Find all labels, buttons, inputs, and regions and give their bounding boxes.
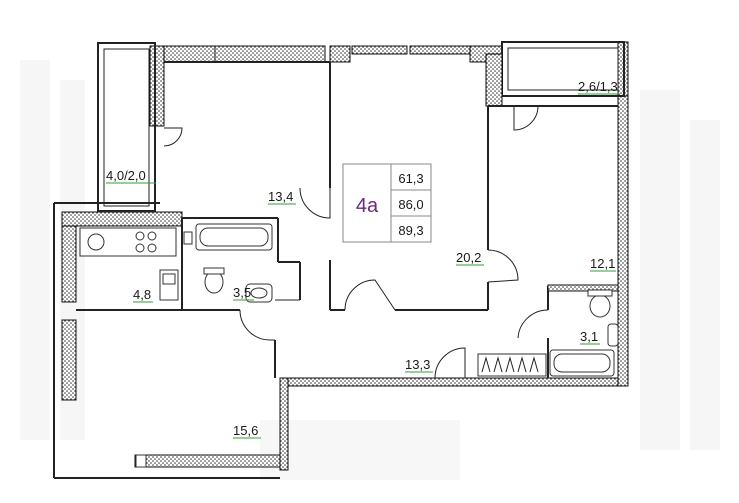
apartment-type: 4а bbox=[356, 195, 379, 217]
room-label-bedroom-bottom-left: 15,6 bbox=[233, 423, 258, 438]
room-label-balcony-left: 4,0/2,0 bbox=[106, 168, 146, 183]
kitchen-sink-icon bbox=[87, 233, 105, 251]
stove-icon bbox=[135, 231, 157, 253]
room-label-kitchen: 4,8 bbox=[133, 287, 151, 302]
room-labels: 4,0/2,0 13,4 4,8 3,5 20,2 2,6/1,3 12,1 3… bbox=[106, 79, 620, 439]
toilet-right-icon bbox=[589, 294, 611, 318]
room-label-balcony-right: 2,6/1,3 bbox=[578, 79, 618, 94]
walls bbox=[53, 41, 629, 479]
room-label-living-room: 20,2 bbox=[456, 250, 481, 265]
sink-right-icon bbox=[607, 323, 619, 347]
area-total-balcony: 89,3 bbox=[398, 223, 423, 238]
room-label-bedroom-top-left: 13,4 bbox=[268, 189, 293, 204]
room-label-bathroom-left: 3,5 bbox=[233, 285, 251, 300]
apartment-info-box: 4а 61,3 86,0 89,3 bbox=[342, 163, 432, 243]
area-living: 61,3 bbox=[398, 171, 423, 186]
area-total: 86,0 bbox=[398, 197, 423, 212]
room-label-bathroom-right: 3,1 bbox=[580, 329, 598, 344]
room-label-bedroom-right: 12,1 bbox=[590, 256, 615, 271]
room-label-hallway: 13,3 bbox=[405, 357, 430, 372]
wardrobe-icon bbox=[477, 353, 547, 377]
fixtures bbox=[79, 223, 619, 468]
doors bbox=[163, 105, 549, 379]
